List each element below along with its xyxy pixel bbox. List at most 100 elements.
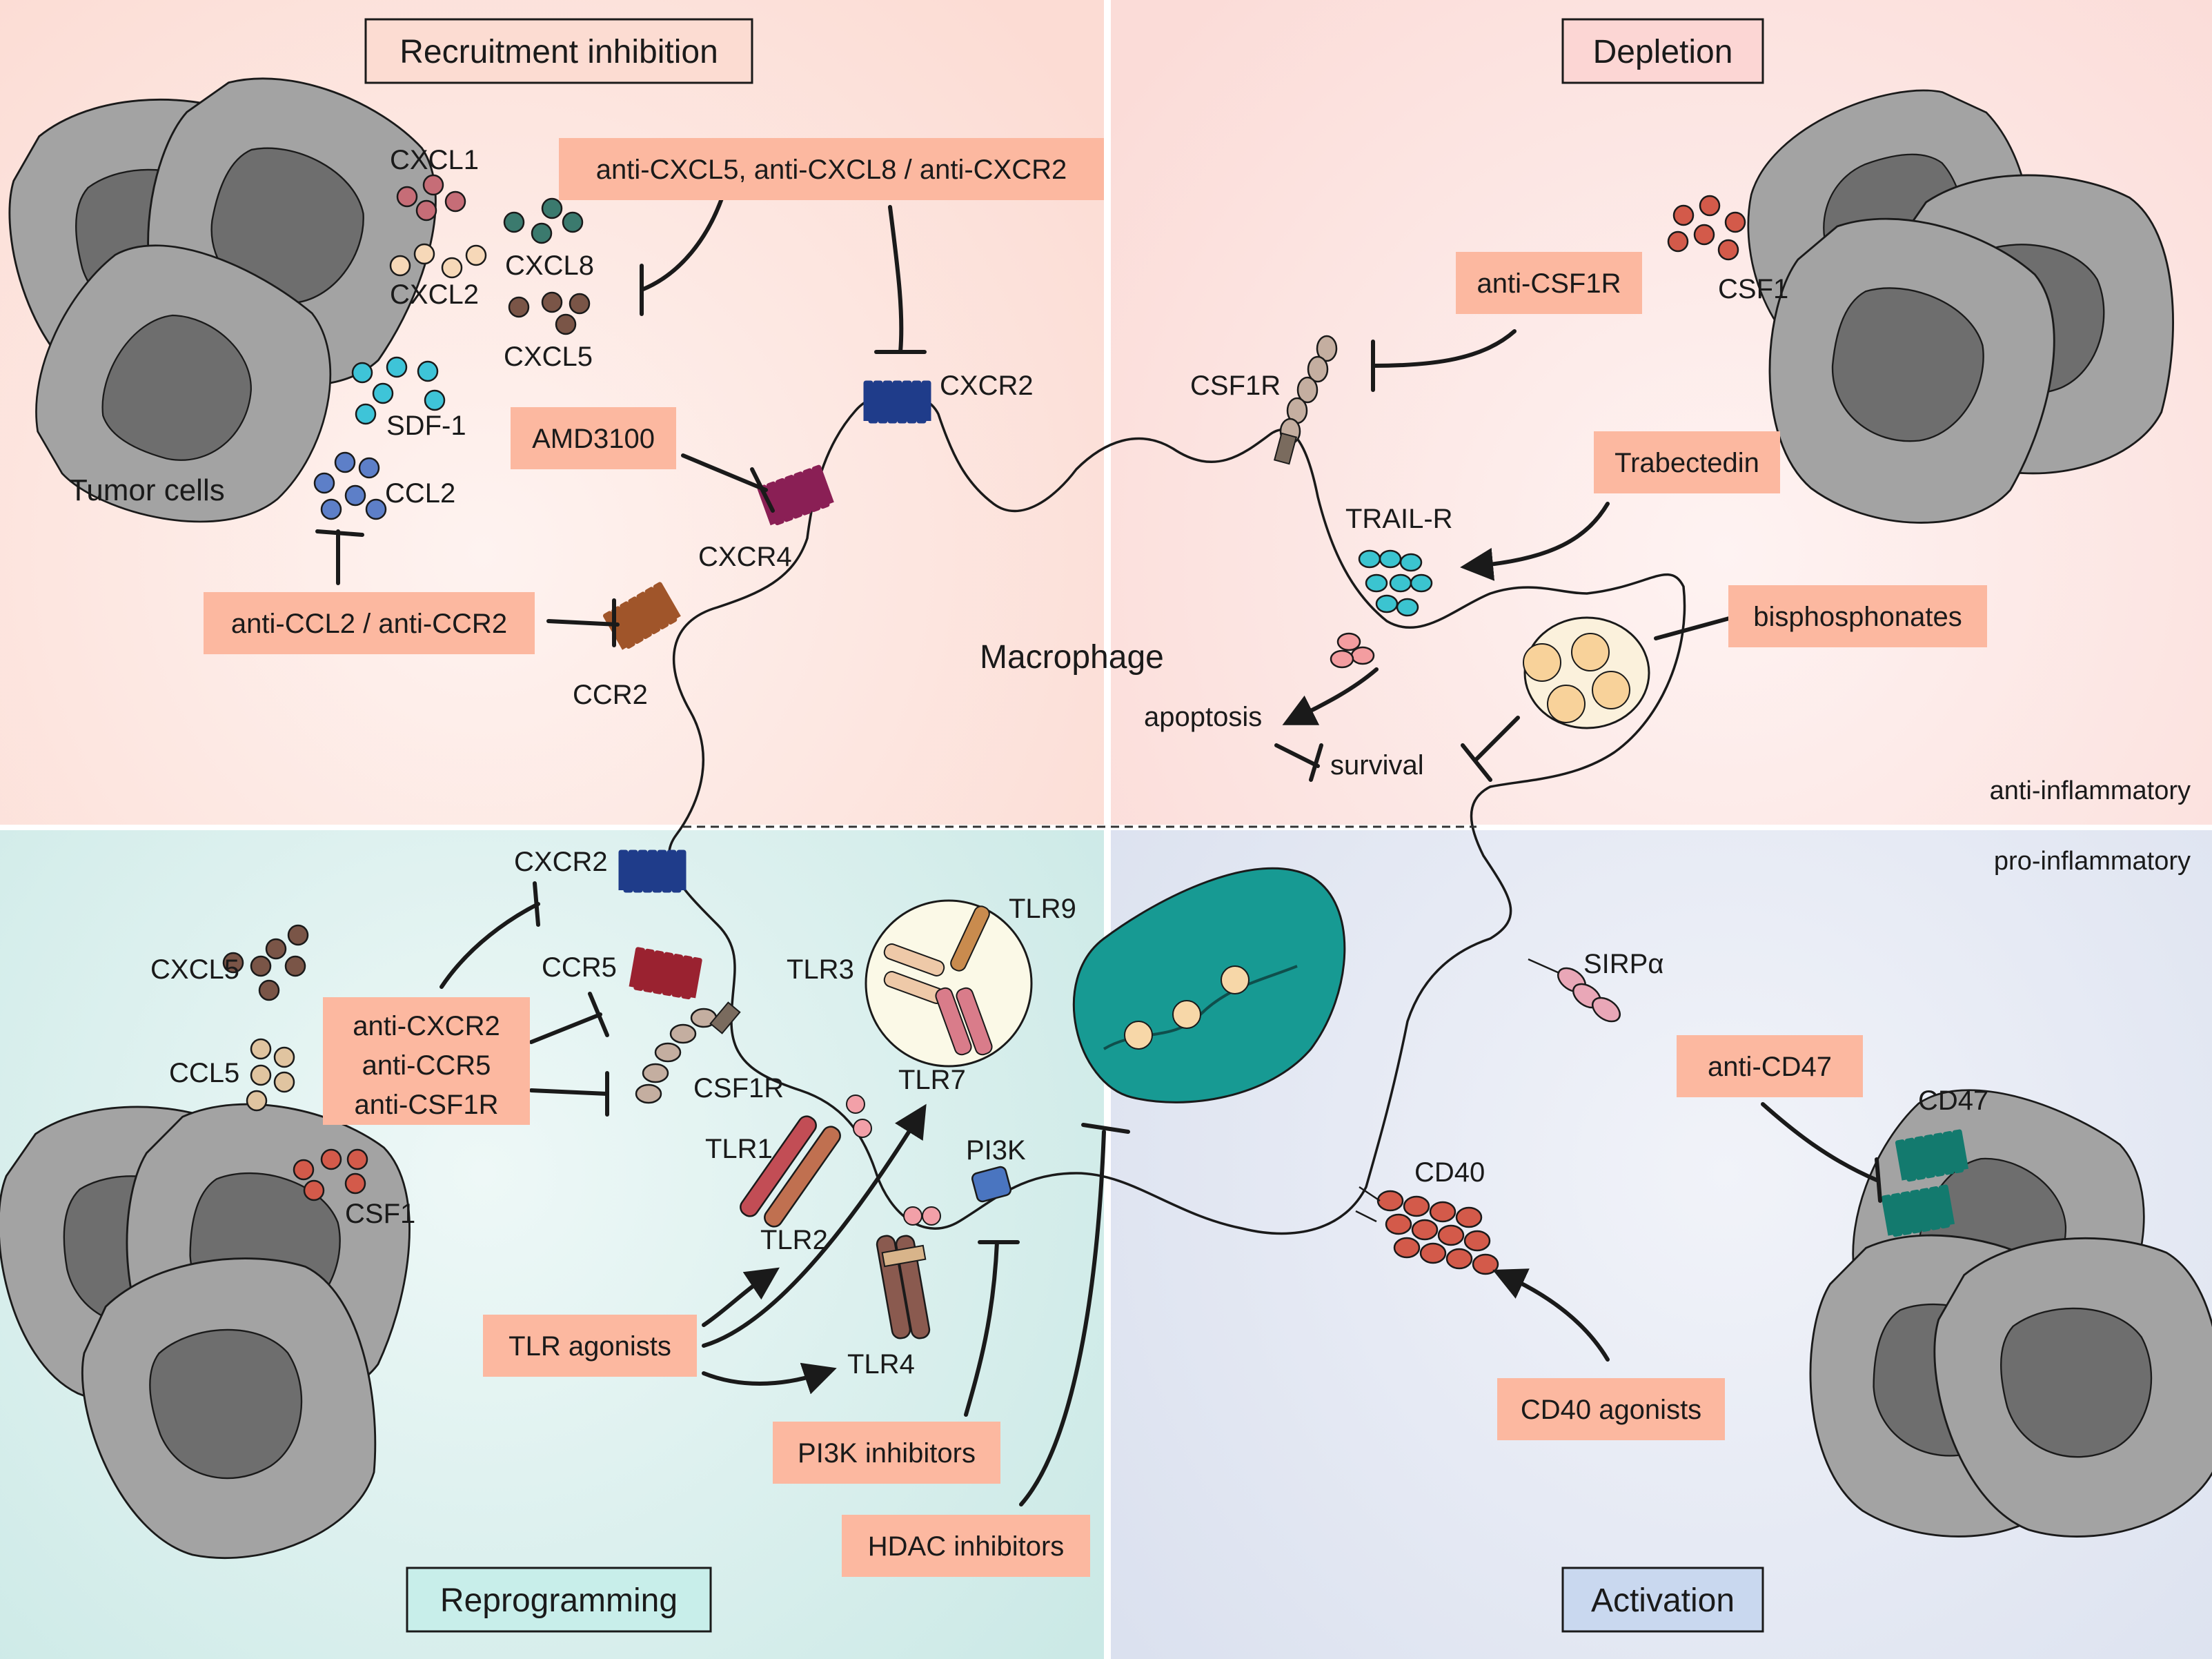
csf1r-bottom-domain [642,1063,669,1083]
endosome [865,899,1033,1068]
drug-hdac-inhibitors-label: HDAC inhibitors [868,1531,1065,1562]
chemokine-dot [358,457,380,479]
chemokines [222,174,1746,1201]
drug-trabectedin: Trabectedin [1594,431,1780,493]
drug-anti-ccl2-label: anti-CCL2 / anti-CCR2 [231,609,507,639]
cd40-domain [1472,1253,1499,1275]
drug-anti-csf1r-label: anti-CSF1R [1477,268,1621,299]
quadrant-title-reprogramming-label: Reprogramming [440,1582,678,1619]
chemokine-dot [569,293,591,315]
label-cxcl5-bottom: CXCL5 [150,954,239,985]
chemokine-dot [1724,211,1746,233]
drug-pi3k-inhibitors: PI3K inhibitors [773,1422,1000,1484]
label-cxcl8: CXCL8 [505,251,594,281]
chemokine-dot [1667,230,1689,253]
drug-cd40-agonists-label: CD40 agonists [1521,1395,1701,1425]
trail-r-intracellular [1336,632,1361,651]
chemokine-dot [441,257,463,279]
chemokine-dot [293,1159,315,1181]
trail-r-domain [1358,549,1381,569]
chemokine-dot [444,190,466,213]
trail-r-domain [1410,573,1433,593]
label-tumor-cells: Tumor cells [69,473,225,507]
csf1r-bottom-tm [709,1001,741,1034]
label-csf1-bottom: CSF1 [345,1199,415,1229]
chemokine-dot [246,1090,268,1112]
chemokine-dot [531,222,553,244]
drug-anti-cd47-label: anti-CD47 [1708,1052,1832,1082]
receptor-tlr2 [764,1126,841,1228]
chemokine-dot [389,255,411,277]
receptor-ccr5 [629,947,702,1000]
chemokine-dot [465,244,487,266]
chemokine-dot [273,1071,295,1093]
drug-amd3100-label: AMD3100 [532,424,655,454]
csf1r-domain [1316,335,1338,362]
trail-r-intracellular [1330,649,1354,669]
chemokine-dot [424,389,446,411]
chemokine-dot [541,197,563,219]
trail-r-intracellular [1350,646,1375,665]
receptor-cxcr2-top [863,380,931,424]
csf1r-domain [1307,355,1329,383]
drug-cd40-agonists: CD40 agonists [1497,1378,1725,1440]
chemokine-dot [287,924,309,946]
label-cxcl1: CXCL1 [390,145,479,175]
quadrant-title-recruitment: Recruitment inhibition [364,18,753,84]
label-sdf1: SDF-1 [386,411,466,441]
drug-pi3k-inhibitors-label: PI3K inhibitors [798,1438,976,1469]
chemokine-dot [562,211,584,233]
receptor-cxcr2-bottom [618,850,687,893]
chemokine-dot [415,199,437,222]
csf1r-bottom-domain [635,1083,662,1104]
cd40-domain [1445,1248,1473,1270]
chemokine-dot [344,1172,366,1195]
quadrant-title-reprogramming: Reprogramming [406,1567,712,1633]
drug-hdac-inhibitors: HDAC inhibitors [842,1515,1090,1577]
pi3k-protein [971,1166,1012,1203]
quadrant-title-recruitment-label: Recruitment inhibition [399,34,718,70]
receptor-cd47-2 [1895,1129,1969,1182]
chemokine-dot [273,1046,295,1068]
receptors [603,335,1969,1339]
label-tlr1: TLR1 [705,1134,773,1164]
label-tlr3: TLR3 [787,954,854,985]
label-ccr2: CCR2 [573,680,648,710]
chemokine-dot [422,174,444,196]
chemokine-dot [250,1064,272,1086]
label-trail-r: TRAIL-R [1345,504,1453,534]
label-tlr9: TLR9 [1009,894,1076,924]
cd40-domain [1429,1201,1456,1223]
label-ccr5: CCR5 [542,952,617,983]
drug-anti-cxcl-label: anti-CXCL5, anti-CXCL8 / anti-CXCR2 [596,155,1067,185]
label-cxcr4: CXCR4 [698,542,792,572]
chemokine-dot [250,1038,272,1060]
drug-trabectedin-label: Trabectedin [1614,448,1759,478]
cd40-domain [1411,1219,1439,1241]
chemokine-dot [351,362,373,384]
label-cxcr2-top: CXCR2 [940,371,1034,401]
chemokine-dot [313,472,335,494]
drug-anti-csf1r: anti-CSF1R [1456,252,1642,314]
chemokine-dot [372,382,394,404]
label-macrophage: Macrophage [980,639,1164,676]
chemokine-dot [365,498,387,520]
csf1r-tm [1273,432,1298,465]
trail-r-domain [1396,598,1419,617]
receptor-ccr2 [603,582,681,650]
trail-r-domain [1379,549,1402,569]
chemokine-dot [1672,204,1695,226]
receptor-cxcr4 [757,464,834,526]
chemokine-dot [396,186,418,208]
chemokine-dot [250,955,272,977]
chemokine-dot [355,403,377,425]
trail-r-domain [1399,553,1423,572]
label-anti-inflammatory: anti-inflammatory [1990,776,2191,805]
chemokine-dot [344,484,366,507]
label-cxcr2-bottom: CXCR2 [514,847,608,877]
chemokine-dot [1693,224,1715,246]
connectors [315,177,1882,1506]
csf1r-bottom-domain [669,1023,697,1044]
sirpa-domain [1592,997,1621,1023]
